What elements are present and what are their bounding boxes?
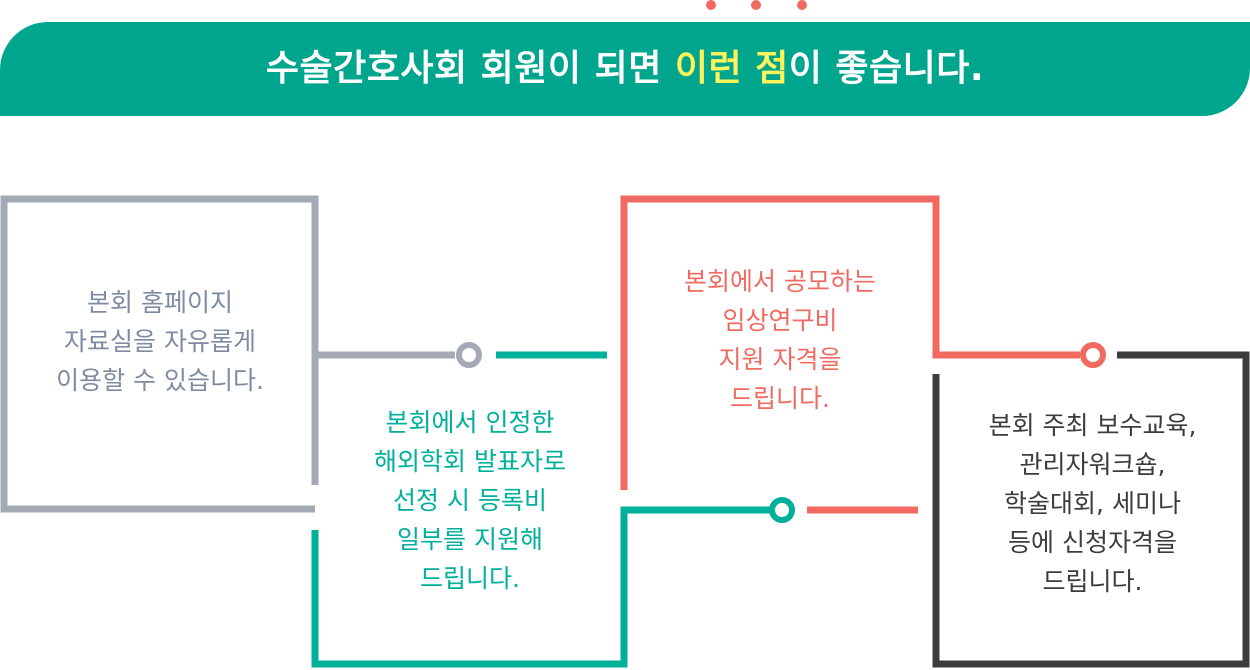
benefit-4-line: 관리자워크숍, xyxy=(1019,450,1166,479)
benefit-2-line: 드립니다. xyxy=(420,564,520,593)
benefit-3-line: 드립니다. xyxy=(730,384,830,413)
benefit-3-line: 임상연구비 xyxy=(722,306,838,335)
title-banner xyxy=(0,22,1250,116)
benefit-4-frame xyxy=(932,351,1250,668)
benefit-3-line: 본회에서 공모하는 xyxy=(684,267,876,296)
benefit-2-line: 본회에서 인정한 xyxy=(385,408,555,437)
decorative-dots xyxy=(706,0,816,12)
benefit-3-line: 지원 자격을 xyxy=(718,345,842,374)
benefit-4-line: 드립니다. xyxy=(1042,567,1143,596)
benefit-2-frame xyxy=(311,506,770,668)
dot-icon xyxy=(706,0,716,10)
dot-icon xyxy=(751,0,761,10)
page-title: 수술간호사회 회원이 되면 이런 점이 좋습니다. xyxy=(0,22,1250,116)
benefit-2-node-icon xyxy=(769,497,795,523)
benefit-4-line: 학술대회, 세미나 xyxy=(1004,489,1181,518)
benefit-1-frame xyxy=(0,195,319,513)
benefit-2-text: 본회에서 인정한 해외학회 발표자로 선정 시 등록비 일부를 지원해 드립니다… xyxy=(335,403,605,598)
benefit-1-text: 본회 홈페이지 자료실을 자유롭게 이용할 수 있습니다. xyxy=(20,283,300,400)
benefit-1-line: 본회 홈페이지 xyxy=(87,288,233,317)
title-text-end: 이 좋습니다. xyxy=(788,48,985,89)
benefit-1-node-icon xyxy=(456,342,482,368)
title-highlight-2: 점 xyxy=(755,48,789,89)
title-text-start: 수술간호사회 회원이 되면 xyxy=(265,48,675,89)
benefit-2-line: 해외학회 발표자로 xyxy=(374,447,566,476)
benefit-4-line: 등에 신청자격을 xyxy=(1008,528,1177,557)
benefit-3-text: 본회에서 공모하는 임상연구비 지원 자격을 드립니다. xyxy=(640,262,920,418)
benefit-2-line: 일부를 지원해 xyxy=(397,525,543,554)
benefit-2-line: 선정 시 등록비 xyxy=(393,486,547,515)
benefit-1-line: 자료실을 자유롭게 xyxy=(64,327,256,356)
dot-icon xyxy=(797,0,807,10)
title-highlight: 이런 xyxy=(674,48,743,89)
benefit-4-line: 본회 주최 보수교육, xyxy=(988,411,1197,440)
benefit-4-text: 본회 주최 보수교육, 관리자워크숍, 학술대회, 세미나 등에 신청자격을 드… xyxy=(950,406,1235,601)
benefit-3-frame xyxy=(620,195,1080,490)
benefit-1-line: 이용할 수 있습니다. xyxy=(56,366,264,395)
benefit-3-node-icon xyxy=(1080,342,1106,368)
